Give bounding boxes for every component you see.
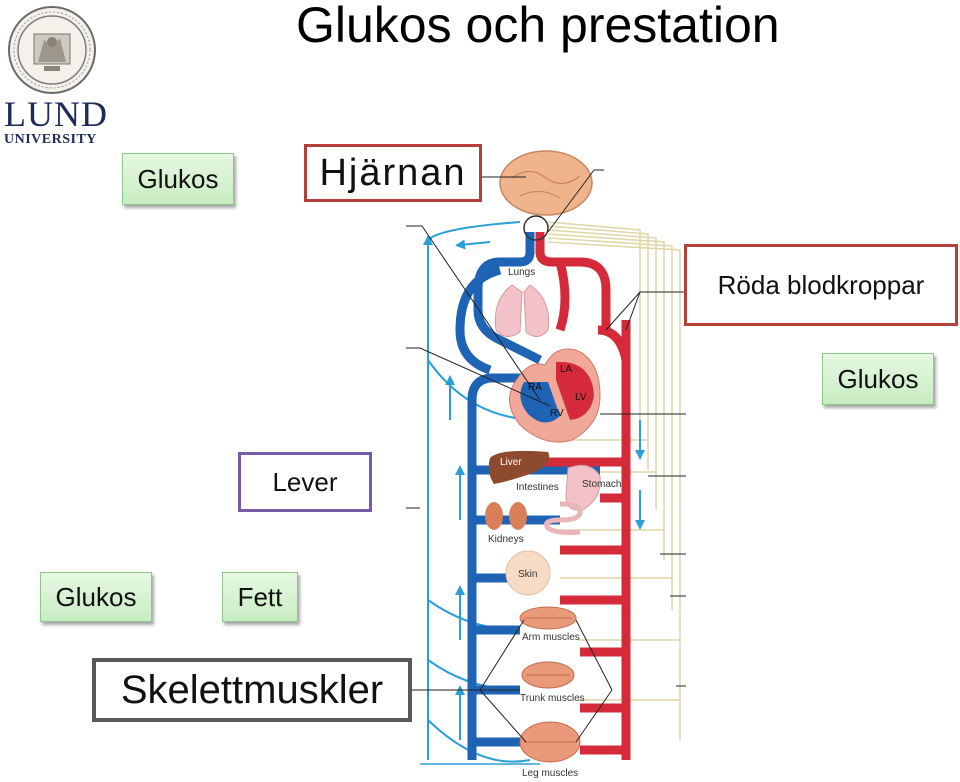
intestines-label: Intestines xyxy=(516,482,559,493)
liver-icon xyxy=(488,450,550,484)
skin-label: Skin xyxy=(518,569,537,580)
kidneys-label: Kidneys xyxy=(488,534,524,545)
liver-label: Liver xyxy=(500,457,522,468)
leg-muscles-icon xyxy=(519,721,581,763)
fett-label: Fett xyxy=(222,572,298,622)
heart-icon xyxy=(509,348,601,443)
lv-label: LV xyxy=(575,392,587,403)
stomach-label: Stomach xyxy=(582,479,621,490)
leg-muscles-label: Leg muscles xyxy=(522,768,578,779)
lymph-vessels xyxy=(420,221,541,765)
lungs-label: Lungs xyxy=(508,267,535,278)
intestines-icon xyxy=(544,501,583,535)
hjarnan-label: Hjärnan xyxy=(304,144,482,202)
rv-label: RV xyxy=(550,408,564,419)
glukos-label-top-left: Glukos xyxy=(122,153,234,205)
pointer-lines xyxy=(406,169,686,743)
ra-label: RA xyxy=(528,382,542,393)
university-logo: LUND UNIVERSITY xyxy=(4,4,108,147)
logo-lund-text: LUND xyxy=(4,94,108,134)
arm-muscles-label: Arm muscles xyxy=(522,632,580,643)
nerve-lines xyxy=(547,221,681,740)
arm-muscles-icon xyxy=(519,606,577,630)
trunk-muscles-label: Trunk muscles xyxy=(520,693,585,704)
skin-icon xyxy=(505,550,551,596)
logo-university-text: UNIVERSITY xyxy=(4,132,97,147)
lever-label: Lever xyxy=(238,452,372,512)
lungs-icon xyxy=(494,284,550,337)
roda-blodkroppar-label: Röda blodkroppar xyxy=(684,244,958,326)
university-seal-icon xyxy=(8,6,96,94)
glukos-label-right: Glukos xyxy=(822,353,934,405)
la-label: LA xyxy=(560,364,573,375)
glukos-label-bottom-left: Glukos xyxy=(40,572,152,622)
skelettmuskler-label: Skelettmuskler xyxy=(92,658,412,722)
trunk-muscles-icon xyxy=(521,661,575,689)
page-title: Glukos och prestation xyxy=(296,0,780,53)
kidneys-icon xyxy=(485,502,527,530)
brain-icon xyxy=(499,150,593,241)
